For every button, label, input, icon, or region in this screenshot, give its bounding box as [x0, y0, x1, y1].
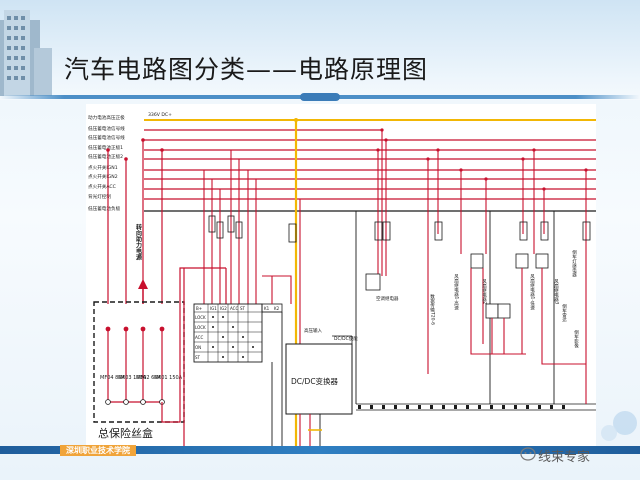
fan-low-label: 风扇继电器1-低速 — [530, 274, 536, 311]
bus-label-9: 背光灯控制 — [88, 193, 111, 200]
decorative-shapes — [601, 411, 637, 441]
circuit-diagram: 动力电池高压正极 低压蓄电池信号线 低压蓄电池信号线 低压蓄电池正极1 低压蓄电… — [86, 104, 596, 446]
fan-high-label: 风扇继电器1-高速 — [454, 274, 460, 311]
sw-h-6: K1 — [264, 306, 270, 311]
slide-title: 汽车电路图分类——电路原理图 — [64, 55, 429, 84]
bus-label-4: 低压蓄电池正极1 — [88, 144, 123, 151]
fan-label-3: 风扇继电器3 — [554, 279, 560, 305]
sw-r-2: LOCK — [195, 325, 206, 330]
fuse-2-label: MF03 100A — [118, 375, 147, 381]
bus-voltage-label: 336V DC+ — [148, 112, 172, 118]
sw-h-4: ACC — [230, 306, 238, 311]
steering-label: 转向助力电源 — [135, 223, 142, 261]
relay-label: 空调继电器 — [376, 295, 399, 302]
fuse-left-label: 数据传输T20-6 — [430, 293, 436, 325]
bus-label-7: 点火开关IGN2 — [88, 173, 118, 180]
building-logo-icon — [0, 10, 52, 96]
bus-label-3: 低压蓄电池信号线 — [88, 134, 125, 141]
fan-label-2: 风扇继电器2 — [482, 279, 488, 305]
sw-h-7: K2 — [274, 306, 280, 311]
bus-label-10: 低压蓄电池负极 — [88, 205, 121, 212]
bus-label-5: 低压蓄电池正极2 — [88, 153, 123, 160]
horn-label: 倒车灯继电器 — [572, 249, 577, 279]
wechat-icon — [520, 447, 536, 461]
sw-h-5: ST — [240, 306, 246, 311]
watermark-text: 线束专家 — [538, 450, 591, 465]
sw-r-3: ACC — [195, 335, 203, 340]
sw-h-2: IG1 — [210, 306, 217, 311]
sw-r-1: LOCK — [195, 315, 206, 320]
horn-label-2: 倒车雷达 — [562, 303, 567, 324]
rear-label: 倒车影像 — [574, 329, 579, 349]
footer-label: 深圳职业技术学院 — [60, 445, 136, 456]
fuse-box-label: 总保险丝盒 — [98, 426, 153, 440]
sw-h-3: IG2 — [220, 306, 227, 311]
dcdc-top-label: DC/DC使能 — [334, 335, 358, 342]
header-band — [0, 0, 640, 100]
footer-bar — [0, 446, 640, 454]
bus-label-8: 点火开关ACC — [88, 183, 116, 190]
sw-r-5: ST — [195, 355, 201, 360]
bus-label-6: 点火开关IGN1 — [88, 164, 118, 171]
sw-r-4: ON — [195, 345, 201, 350]
fuse-3-label: MF02 60A — [136, 375, 162, 381]
dcdc-label: DC/DC变换器 — [291, 376, 339, 386]
bus-label-1: 动力电池高压正极 — [88, 114, 125, 121]
title-rule-knob — [300, 93, 340, 101]
hv-input-label: 高压输入 — [304, 327, 322, 334]
fuse-4-label: MF01 150A — [154, 375, 183, 381]
sw-h-1: B+ — [196, 306, 202, 311]
fuse-1-label: MF04 80A — [100, 375, 126, 381]
bus-label-2: 低压蓄电池信号线 — [88, 125, 125, 132]
